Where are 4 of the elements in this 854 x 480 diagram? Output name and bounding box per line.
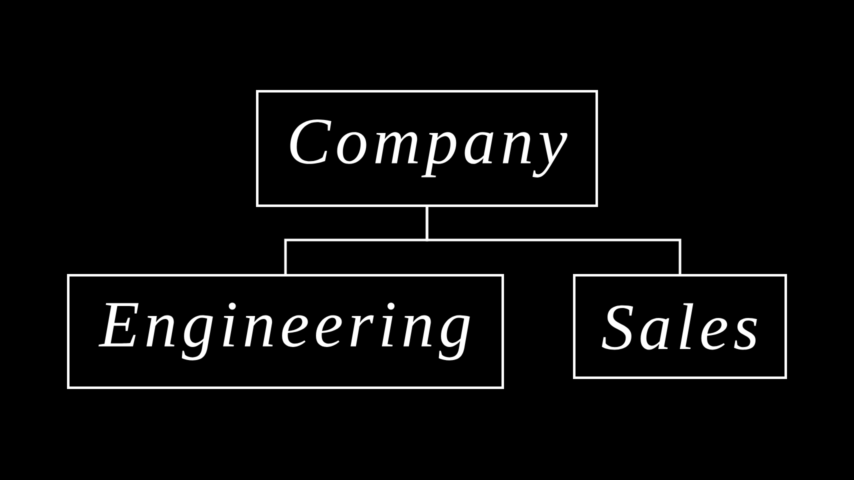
connector-line	[426, 207, 682, 274]
org-box: Company	[256, 90, 598, 207]
org-box: Engineering	[67, 274, 504, 389]
org-box: Sales	[573, 274, 787, 379]
